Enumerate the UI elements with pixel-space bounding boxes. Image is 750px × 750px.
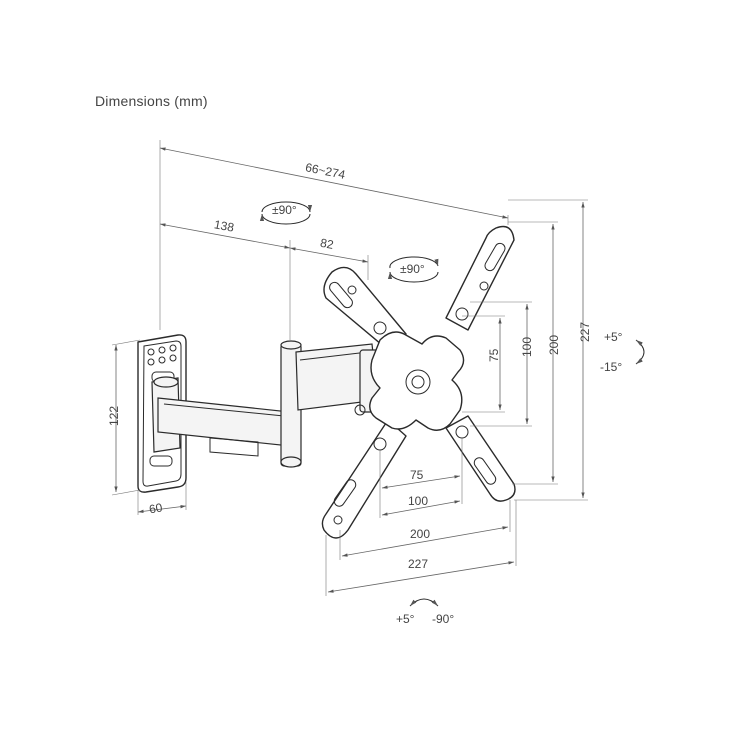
dim-reach-total-label: 66~274 [304,160,347,182]
arm-assembly [157,340,383,468]
tilt-down-label: -15° [600,360,622,374]
swivel-indicator: +5° -90° [396,598,454,626]
dim-vesa-h227-label: 227 [408,557,428,571]
tilt-indicator: +5° -15° [600,330,645,374]
dim-plate-width-label: 60 [148,500,164,516]
head-rotation-indicator: ±90° [387,256,439,283]
swivel-right-label: -90° [432,612,454,626]
arm-rotation-indicator: ±90° [259,201,313,225]
vesa-bracket [321,225,516,539]
diagram-title: Dimensions (mm) [95,93,208,109]
swivel-left-label: +5° [396,612,415,626]
dim-vesa-v75-label: 75 [487,348,501,362]
dim-plate: 122 60 [107,339,187,516]
dim-arm1-label: 138 [213,217,236,234]
dim-vesa-horizontal: 75 100 200 227 [325,438,517,596]
dim-vesa-h200-label: 200 [410,527,430,541]
head-rotation-label: ±90° [400,262,425,276]
arm-rotation-label: ±90° [272,203,297,217]
dim-arm-lengths: 138 82 [159,217,369,340]
dim-plate-height-label: 122 [107,406,121,426]
tilt-up-label: +5° [604,330,623,344]
dim-vesa-v100-label: 100 [520,337,534,357]
dim-vesa-vertical: 75 100 200 227 [462,199,592,501]
dim-vesa-h75-label: 75 [410,468,424,482]
dim-vesa-v200-label: 200 [547,335,561,355]
dim-vesa-h100-label: 100 [408,494,428,508]
dim-arm2-label: 82 [319,236,335,252]
dim-vesa-v227-label: 227 [578,322,592,342]
